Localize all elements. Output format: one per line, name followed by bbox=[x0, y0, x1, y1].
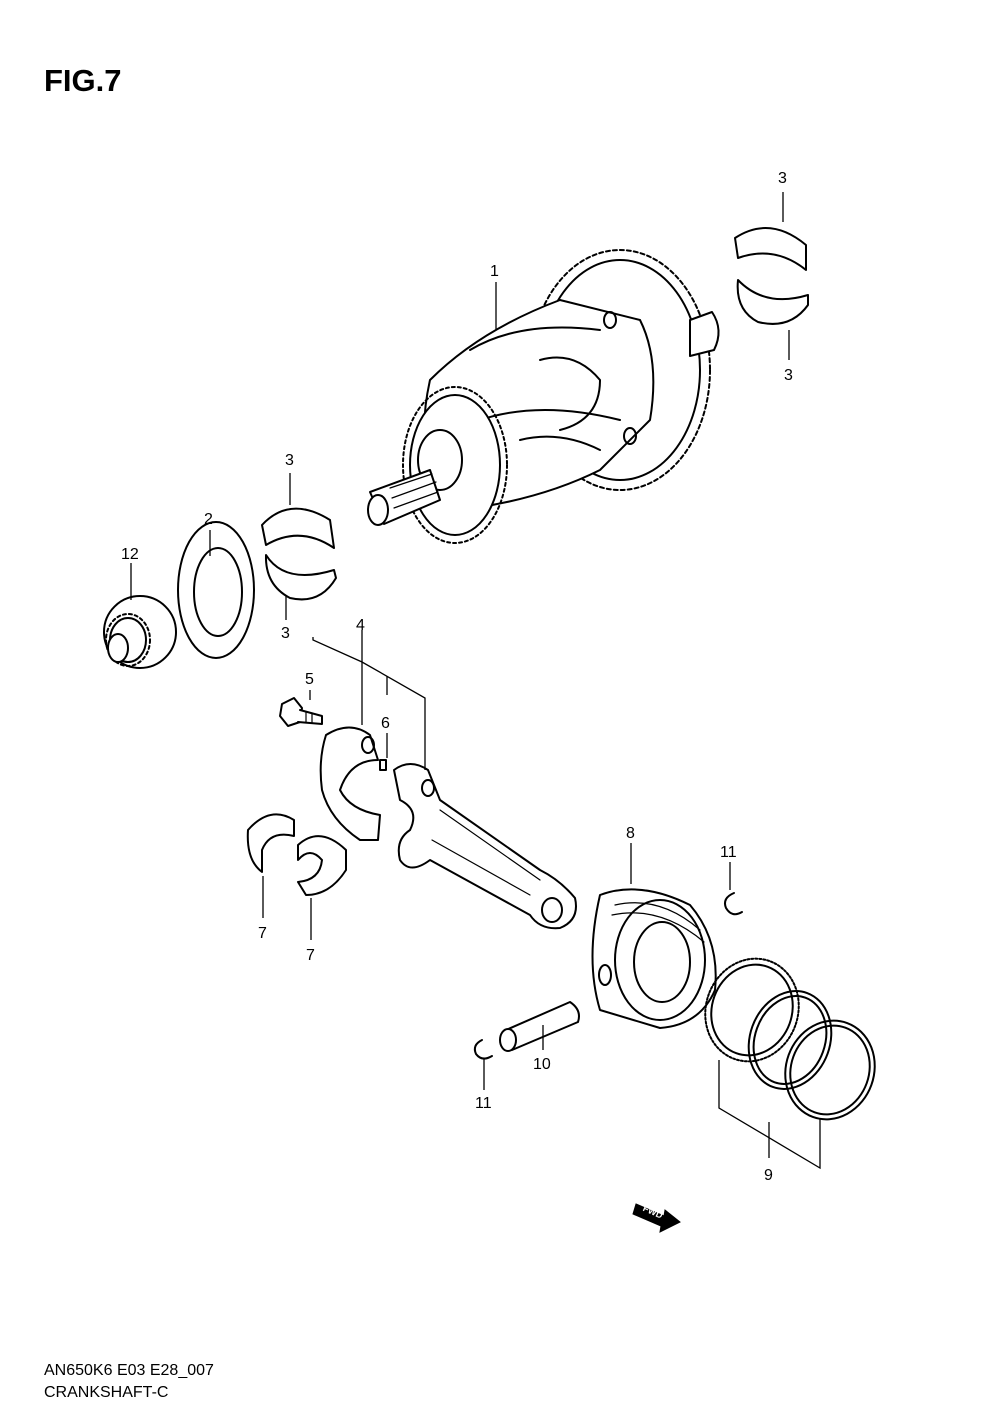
callout-6: 6 bbox=[381, 715, 390, 732]
connecting-rod-bolt bbox=[279, 697, 323, 727]
callout-11-right: 11 bbox=[720, 844, 737, 861]
callout-3-left-upper: 3 bbox=[285, 452, 294, 469]
diagram-caption: CRANKSHAFT-C bbox=[44, 1384, 168, 1401]
crank-pin-bearing-left bbox=[246, 813, 295, 873]
diagram-code: AN650K6 E03 E28_007 bbox=[44, 1362, 214, 1379]
callout-7-right: 7 bbox=[306, 947, 315, 964]
crankshaft-bearing-lower-right bbox=[736, 279, 809, 325]
piston-pin bbox=[499, 1001, 580, 1052]
crank-pin-bearing-right bbox=[297, 835, 347, 896]
piston-ring-oil bbox=[784, 1019, 876, 1121]
dowel-pin bbox=[379, 759, 387, 771]
piston-pin-circlip-left bbox=[473, 1039, 493, 1060]
callout-3-left-lower: 3 bbox=[281, 625, 290, 642]
callout-3-right-lower: 3 bbox=[784, 367, 793, 384]
connecting-rod bbox=[393, 763, 577, 930]
crankshaft-bearing-lower-left bbox=[264, 554, 337, 601]
callout-8: 8 bbox=[626, 825, 635, 842]
callout-10: 10 bbox=[533, 1056, 551, 1073]
crankshaft-bearing-upper-left bbox=[261, 507, 335, 549]
piston-pin-circlip-right bbox=[724, 892, 743, 916]
callout-5: 5 bbox=[305, 671, 314, 688]
thrust-washer bbox=[177, 521, 255, 659]
crankshaft bbox=[367, 249, 720, 544]
forward-direction-marker: FWD bbox=[632, 1203, 681, 1233]
callout-7-left: 7 bbox=[258, 925, 267, 942]
callout-12: 12 bbox=[121, 546, 139, 563]
callout-11-left: 11 bbox=[475, 1095, 492, 1112]
callout-1: 1 bbox=[490, 263, 499, 280]
forward-arrow-icon bbox=[632, 1203, 681, 1233]
connecting-rod-cap bbox=[319, 726, 381, 841]
piston-ring-second bbox=[747, 990, 833, 1090]
callout-2: 2 bbox=[204, 511, 213, 528]
piston bbox=[591, 888, 717, 1029]
callout-3-top-right: 3 bbox=[778, 170, 787, 187]
leader-lines bbox=[130, 192, 821, 1170]
callout-9: 9 bbox=[764, 1167, 773, 1184]
callout-4: 4 bbox=[356, 617, 365, 634]
piston-ring-top bbox=[704, 957, 800, 1063]
crankshaft-gear bbox=[103, 595, 177, 669]
crankshaft-bearing-upper-right bbox=[734, 227, 807, 271]
figure-title: FIG.7 bbox=[44, 63, 122, 98]
